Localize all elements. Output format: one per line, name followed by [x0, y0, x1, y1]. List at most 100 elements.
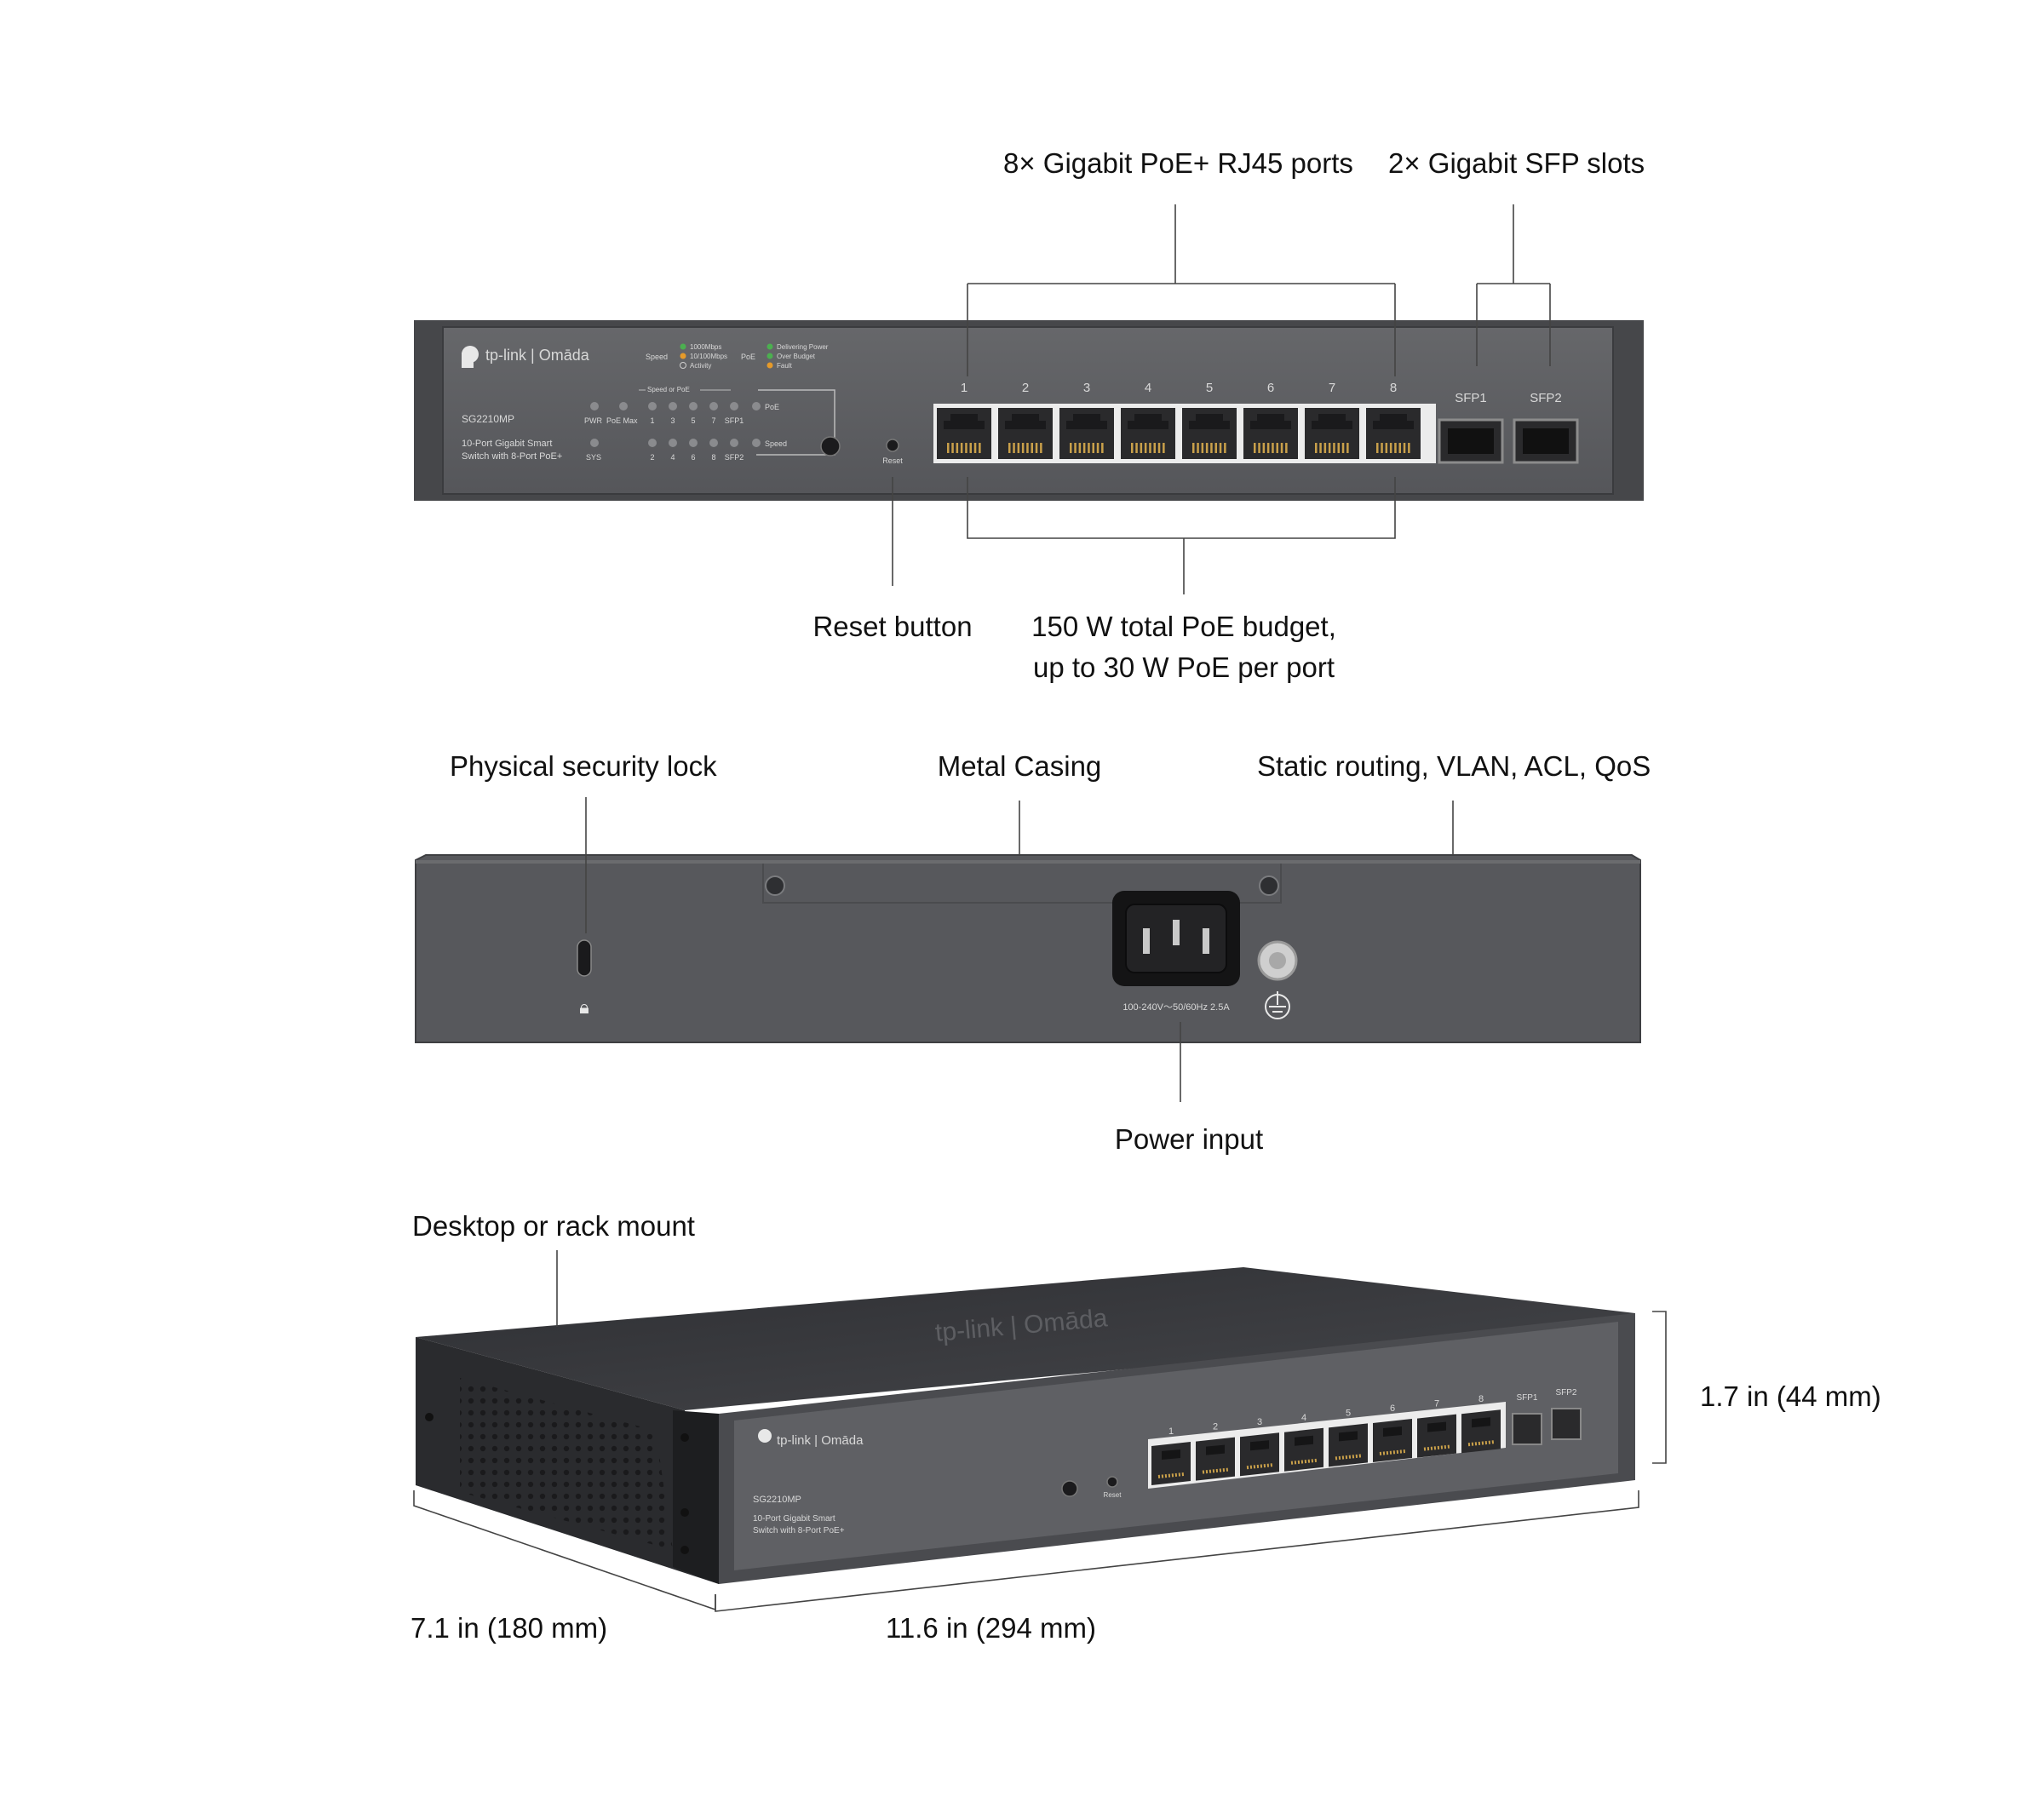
- port-number-8: 8: [1390, 381, 1397, 395]
- height-callout: 1.7 in (44 mm): [1700, 1380, 1881, 1412]
- legend-led-orange: [680, 353, 686, 359]
- port-number-3d-1: 1: [1168, 1426, 1174, 1437]
- rj45-port-3d-8[interactable]: [1461, 1409, 1501, 1454]
- height-bracket: [1652, 1311, 1667, 1464]
- top-surface: [416, 1267, 1635, 1410]
- sfp2-slot-3d[interactable]: [1551, 1408, 1582, 1440]
- rj45-port-6[interactable]: [1243, 408, 1298, 459]
- rj45-port-7[interactable]: [1305, 408, 1359, 459]
- ground-icon: [1265, 991, 1290, 1019]
- led-bottom-4: [730, 439, 738, 447]
- width-bracket: [715, 1490, 1639, 1612]
- legend-over-budget: Over Budget: [777, 353, 816, 360]
- rear-screw-right: [1259, 875, 1279, 896]
- mode-button-3d[interactable]: [1061, 1480, 1078, 1497]
- reset-label-3d: Reset: [1104, 1491, 1122, 1499]
- description-3d-line1: 10-Port Gigabit Smart: [753, 1514, 835, 1524]
- sfp1-slot-3d[interactable]: [1512, 1413, 1542, 1445]
- poe-budget-callout-line1: 150 W total PoE budget,: [1031, 611, 1336, 642]
- rj45-port-3d-4[interactable]: [1284, 1427, 1323, 1472]
- sfp-leader: [1476, 204, 1551, 366]
- rj45-port-2[interactable]: [998, 408, 1053, 459]
- sfp2-label: SFP2: [1530, 391, 1562, 405]
- led-top-0: [648, 402, 657, 410]
- rj45-ports-3d: [1151, 1409, 1501, 1485]
- port-number-2: 2: [1022, 381, 1029, 395]
- perspective-view: tp-link | Omāda tp-link | Omāda SG2210MP…: [413, 1250, 1667, 1612]
- security-lock-callout: Physical security lock: [450, 750, 717, 782]
- pwr-label: PWR: [584, 416, 602, 425]
- legend-led-activity: [680, 362, 686, 369]
- rj45-ports-callout: 8× Gigabit PoE+ RJ45 ports: [1003, 147, 1353, 179]
- led-bottom-3: [709, 439, 718, 447]
- legend-speed-label: Speed: [646, 353, 668, 361]
- sfp-slots: SFP1 SFP2: [1438, 391, 1579, 464]
- sfp1-label: SFP1: [1455, 391, 1487, 405]
- speed-or-poe-label: Speed or PoE: [647, 386, 690, 393]
- port-number-3d-8: 8: [1478, 1394, 1484, 1404]
- port-number-5: 5: [1206, 381, 1213, 395]
- rear-screw-left: [765, 875, 785, 896]
- power-rating: 100-240V～50/60Hz 2.5A: [1122, 1002, 1230, 1013]
- rj45-port-3d-7[interactable]: [1417, 1414, 1456, 1458]
- power-input-callout: Power input: [1114, 1123, 1264, 1155]
- led-bottom-label-4: SFP2: [725, 453, 744, 462]
- rj45-port-3d-2[interactable]: [1196, 1437, 1235, 1481]
- features-callout: Static routing, VLAN, ACL, QoS: [1257, 750, 1651, 782]
- led-top-label-4: SFP1: [725, 416, 744, 425]
- kensington-slot[interactable]: [577, 939, 592, 977]
- led-bottom-label-2: 6: [691, 453, 695, 462]
- mode-button[interactable]: [820, 436, 841, 456]
- poe-leader: [967, 477, 1396, 594]
- mode-poe-led: [752, 402, 761, 410]
- reset-pinhole-3d[interactable]: [1106, 1476, 1118, 1488]
- rear-view: 🔒︎ 100-240V～50/60Hz 2.5A: [415, 797, 1641, 1102]
- legend-activity: Activity: [690, 362, 711, 370]
- front-view: tp-link | Omāda SG2210MP 10-Port Gigabit…: [414, 204, 1644, 594]
- sfp-slots-callout: 2× Gigabit SFP slots: [1388, 147, 1645, 179]
- rj45-leader: [967, 204, 1396, 376]
- legend-fault: Fault: [777, 362, 793, 370]
- rj45-port-3d-1[interactable]: [1151, 1442, 1191, 1485]
- dimension-lines: [413, 1250, 1667, 1612]
- rj45-port-1[interactable]: [937, 408, 991, 459]
- rj45-port-3d-5[interactable]: [1329, 1423, 1368, 1467]
- rj45-port-3[interactable]: [1059, 408, 1114, 459]
- description-line2: Switch with 8-Port PoE+: [462, 451, 562, 462]
- description-line1: 10-Port Gigabit Smart: [462, 439, 552, 449]
- led-top-3: [709, 402, 718, 410]
- rj45-port-3d-3[interactable]: [1240, 1432, 1279, 1477]
- poe-max-label: PoE Max: [606, 416, 638, 425]
- led-bottom-label-1: 4: [670, 453, 675, 462]
- reset-button-callout: Reset button: [812, 611, 973, 642]
- led-top-2: [689, 402, 698, 410]
- rj45-port-3d-6[interactable]: [1373, 1419, 1412, 1462]
- mode-speed-label: Speed: [765, 439, 787, 448]
- port-block-3d: [1148, 1402, 1506, 1489]
- rj45-port-5[interactable]: [1182, 408, 1237, 459]
- rj45-ports: [937, 408, 1421, 459]
- port-number-3d-4: 4: [1301, 1413, 1306, 1423]
- mount-callout: Desktop or rack mount: [412, 1210, 695, 1242]
- led-bottom-1: [669, 439, 677, 447]
- legend-speed-1000: 1000Mbps: [690, 343, 721, 351]
- port-number-1: 1: [961, 381, 967, 395]
- reset-pinhole[interactable]: [886, 439, 899, 452]
- led-bottom-0: [648, 439, 657, 447]
- reset-label: Reset: [882, 456, 903, 465]
- legend-led-poe-orange: [766, 362, 773, 369]
- poe-max-led: [619, 402, 628, 410]
- led-top-1: [669, 402, 677, 410]
- legend-led-poe-green2: [766, 353, 773, 359]
- rj45-port-8[interactable]: [1366, 408, 1421, 459]
- width-callout: 11.6 in (294 mm): [886, 1612, 1096, 1644]
- legend-led-green: [680, 343, 686, 350]
- led-top-label-1: 3: [670, 416, 675, 425]
- rj45-port-4[interactable]: [1121, 408, 1175, 459]
